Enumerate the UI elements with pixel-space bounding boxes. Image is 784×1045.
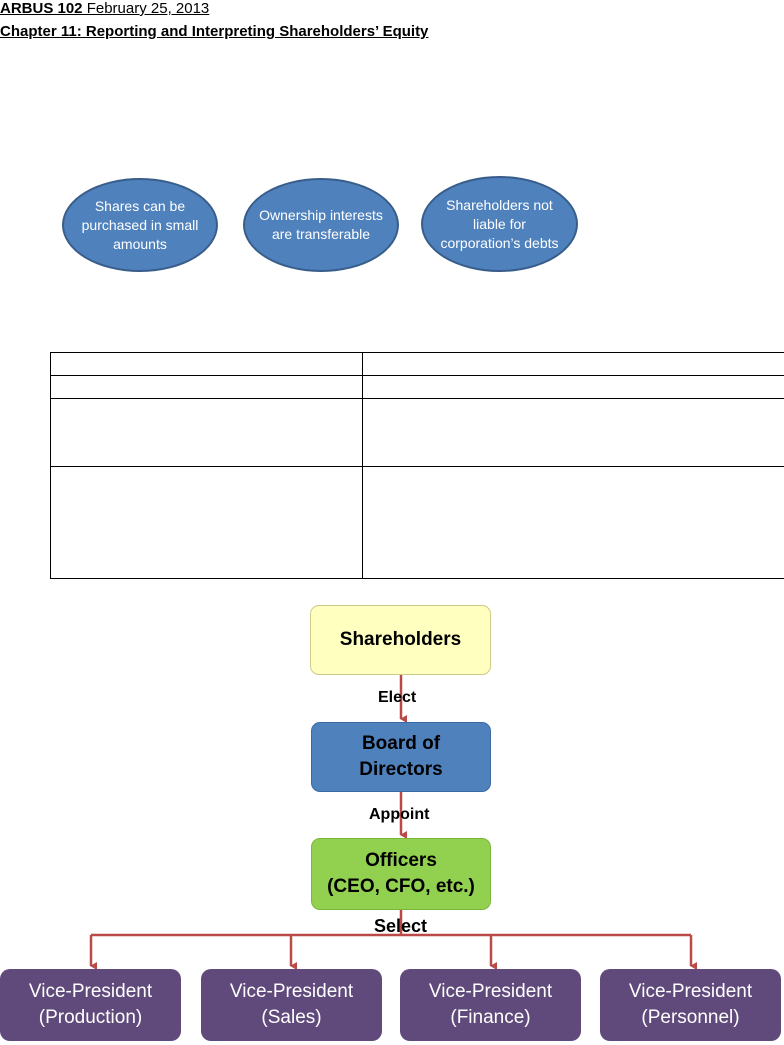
board-of-directors-box: Board of Directors <box>311 722 491 792</box>
table-cell <box>362 352 784 376</box>
vp-finance-box: Vice-President (Finance) <box>400 969 581 1041</box>
table-row <box>50 375 784 399</box>
chapter-title: Chapter 11: Reporting and Interpreting S… <box>0 23 429 40</box>
vp-department: (Finance) <box>450 1007 531 1028</box>
select-label: Select <box>374 916 428 936</box>
board-label: Board of Directors <box>359 733 443 780</box>
oval-text: Shares can be purchased in small amounts <box>81 197 199 252</box>
advantage-oval-transferable: Ownership interests are transferable <box>243 178 399 272</box>
oval-text: Shareholders not liable for corporation’… <box>440 196 559 251</box>
officers-label: Officers <box>365 850 437 871</box>
appoint-label: Appoint <box>369 806 430 823</box>
officers-box: Officers (CEO, CFO, etc.) <box>311 838 491 910</box>
table-cell <box>362 398 784 467</box>
vp-personnel-box: Vice-President (Personnel) <box>600 969 781 1041</box>
vp-title: Vice-President <box>628 981 753 1002</box>
table-cell <box>50 398 363 467</box>
shareholders-label: Shareholders <box>339 629 462 650</box>
table-cell <box>50 352 363 376</box>
table-cell <box>362 466 784 579</box>
advantage-oval-small-amounts: Shares can be purchased in small amounts <box>62 178 218 272</box>
table-cell <box>50 466 363 579</box>
elect-label: Elect <box>378 689 417 706</box>
header-date: February 25, 2013 <box>82 0 210 17</box>
table-cell <box>362 375 784 399</box>
course-header: ARBUS 102 February 25, 2013 <box>0 0 209 18</box>
oval-text: Ownership interests are transferable <box>259 207 383 242</box>
shareholders-box: Shareholders <box>310 605 491 675</box>
course-code: ARBUS 102 <box>0 0 83 17</box>
officers-sublabel: (CEO, CFO, etc.) <box>327 876 475 897</box>
advantage-oval-limited-liability: Shareholders not liable for corporation’… <box>421 176 578 272</box>
table-row <box>50 352 784 376</box>
vp-production-box: Vice-President (Production) <box>0 969 181 1041</box>
table-row <box>50 466 784 579</box>
vp-sales-box: Vice-President (Sales) <box>201 969 382 1041</box>
vp-title: Vice-President <box>428 981 553 1002</box>
blank-notes-table <box>50 352 784 579</box>
vp-title: Vice-President <box>28 981 153 1002</box>
vp-department: (Sales) <box>261 1007 322 1028</box>
vp-title: Vice-President <box>229 981 354 1002</box>
vp-department: (Personnel) <box>641 1007 740 1028</box>
table-row <box>50 398 784 467</box>
vp-department: (Production) <box>38 1007 143 1028</box>
table-cell <box>50 375 363 399</box>
